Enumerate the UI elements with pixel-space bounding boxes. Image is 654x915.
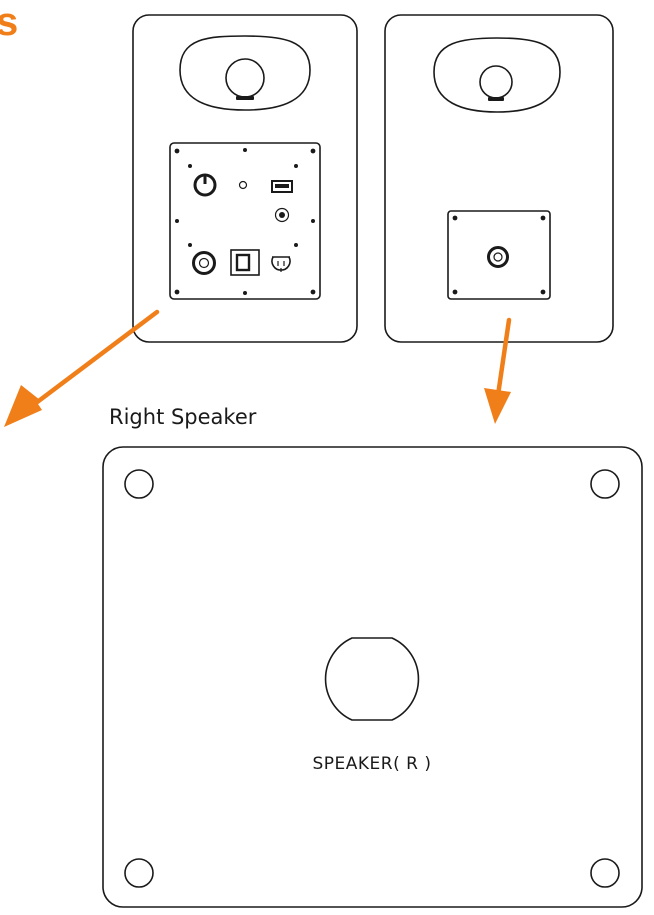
left-callout-arrow bbox=[4, 309, 160, 427]
left-speaker-rear-panel bbox=[169, 142, 321, 300]
left-speaker-tweeter bbox=[179, 35, 311, 111]
detail-caption: Right Speaker bbox=[109, 405, 257, 429]
left-speaker-cabinet bbox=[132, 14, 358, 343]
corner-screw-hole bbox=[590, 469, 620, 499]
corner-screw-hole bbox=[590, 858, 620, 888]
power-switch-icon bbox=[230, 249, 260, 276]
speaker-input-socket-icon bbox=[487, 246, 509, 268]
detail-panel-outline bbox=[102, 446, 643, 908]
left-speaker-rear bbox=[132, 14, 358, 343]
right-speaker-input-panel bbox=[447, 210, 551, 300]
heading-fragment: s bbox=[0, 0, 18, 44]
power-inlet-icon bbox=[271, 256, 291, 272]
right-speaker-rear bbox=[384, 14, 614, 343]
right-callout-arrow bbox=[484, 317, 512, 424]
volume-knob-icon bbox=[193, 173, 217, 197]
indicator-light-icon bbox=[238, 180, 248, 190]
speaker-input-panel-detail: SPEAKER( R ) bbox=[102, 446, 643, 908]
right-speaker-cabinet bbox=[384, 14, 614, 343]
aux-jack-icon bbox=[274, 207, 290, 223]
right-speaker-tweeter bbox=[433, 37, 561, 113]
speaker-output-socket-icon bbox=[192, 251, 216, 275]
speaker-terminal-icon bbox=[324, 637, 420, 721]
terminal-label: SPEAKER( R ) bbox=[313, 754, 432, 774]
usb-port-icon bbox=[271, 180, 293, 193]
corner-screw-hole bbox=[124, 858, 154, 888]
corner-screw-hole bbox=[124, 469, 154, 499]
